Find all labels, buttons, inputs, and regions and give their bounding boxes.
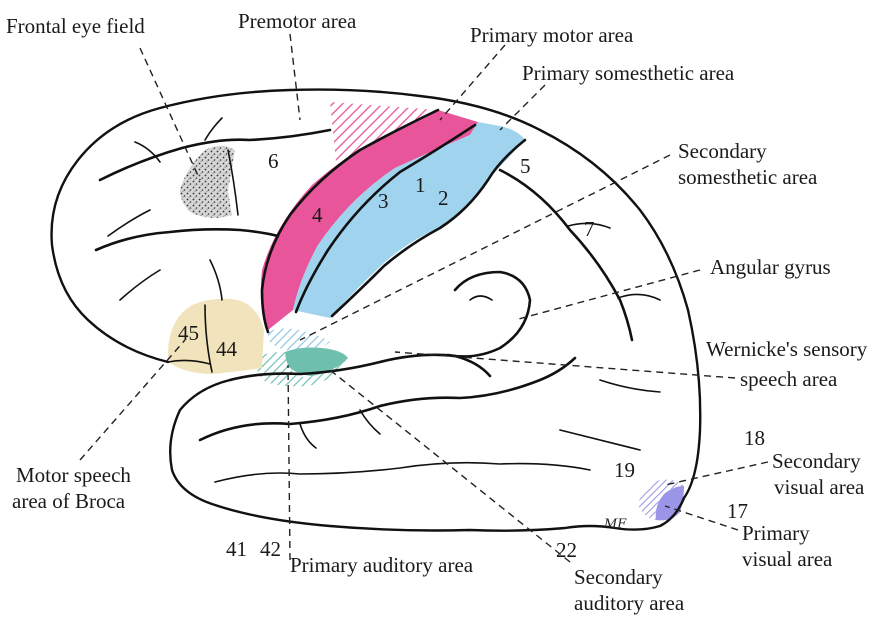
artist-signature: MF — [603, 517, 627, 532]
leader-primary-motor — [440, 45, 505, 120]
leader-broca — [80, 340, 185, 460]
area-number-17: 17 — [727, 499, 748, 523]
occipital-sulcus — [560, 430, 640, 450]
parietal-branch — [618, 294, 660, 300]
area-number-44: 44 — [216, 337, 238, 361]
label-primary-auditory-area: Primary auditory area — [290, 553, 474, 577]
label-wernicke-2: speech area — [740, 367, 838, 391]
label-primary-motor-area: Primary motor area — [470, 23, 634, 47]
area-number-19: 19 — [614, 458, 635, 482]
area-number-4: 4 — [312, 203, 323, 227]
area-number-2: 2 — [438, 186, 449, 210]
label-frontal-eye-field: Frontal eye field — [6, 14, 145, 38]
leader-secondary-visual — [665, 462, 768, 485]
label-secondary-somesthetic-1: Secondary — [678, 139, 767, 163]
area-number-3: 3 — [378, 189, 389, 213]
area-number-41: 41 — [226, 537, 247, 561]
frontal-sulcus-branch — [120, 270, 160, 300]
area-number-7: 7 — [584, 217, 595, 241]
label-premotor-area: Premotor area — [238, 9, 357, 33]
area-number-42: 42 — [260, 537, 281, 561]
label-secondary-somesthetic-2: somesthetic area — [678, 165, 818, 189]
leader-primary-auditory — [288, 365, 290, 560]
area-number-45: 45 — [178, 321, 199, 345]
area-number-18: 18 — [744, 426, 765, 450]
inferior-temporal-sulcus — [215, 463, 590, 482]
leader-premotor-area — [290, 34, 300, 120]
inferior-frontal-sulcus — [96, 229, 278, 250]
area-number-1: 1 — [415, 173, 426, 197]
label-wernicke-1: Wernicke's sensory — [706, 337, 868, 361]
label-broca-2: area of Broca — [12, 489, 126, 513]
area-number-5: 5 — [520, 154, 531, 178]
angular-gyrus-outline — [448, 272, 530, 356]
area-number-6: 6 — [268, 149, 279, 173]
intraparietal-sulcus — [500, 170, 632, 340]
label-secondary-visual-2: visual area — [774, 475, 865, 499]
label-broca-1: Motor speech — [16, 463, 131, 487]
leader-primary-somesthetic — [500, 85, 545, 130]
label-secondary-auditory-2: auditory area — [574, 591, 685, 615]
label-primary-somesthetic-area: Primary somesthetic area — [522, 61, 735, 85]
superior-temporal-sulcus — [200, 358, 575, 440]
label-primary-visual-1: Primary — [742, 521, 810, 545]
leader-wernicke — [395, 352, 735, 378]
label-angular-gyrus: Angular gyrus — [710, 255, 831, 279]
frontal-sulcus-branch — [108, 210, 150, 236]
supramarginal-curve — [470, 296, 492, 300]
label-primary-visual-2: visual area — [742, 547, 833, 571]
label-secondary-visual-1: Secondary — [772, 449, 861, 473]
frontal-sulcus-branch — [205, 118, 222, 140]
area-number-22: 22 — [556, 538, 577, 562]
temporal-branch — [300, 424, 316, 448]
leader-frontal-eye-field — [140, 48, 200, 180]
frontal-sulcus-branch — [210, 260, 222, 300]
label-secondary-auditory-1: Secondary — [574, 565, 663, 589]
frontal-eye-field-region — [180, 146, 235, 218]
temporal-branch — [360, 410, 380, 434]
occipital-sulcus — [600, 380, 660, 392]
